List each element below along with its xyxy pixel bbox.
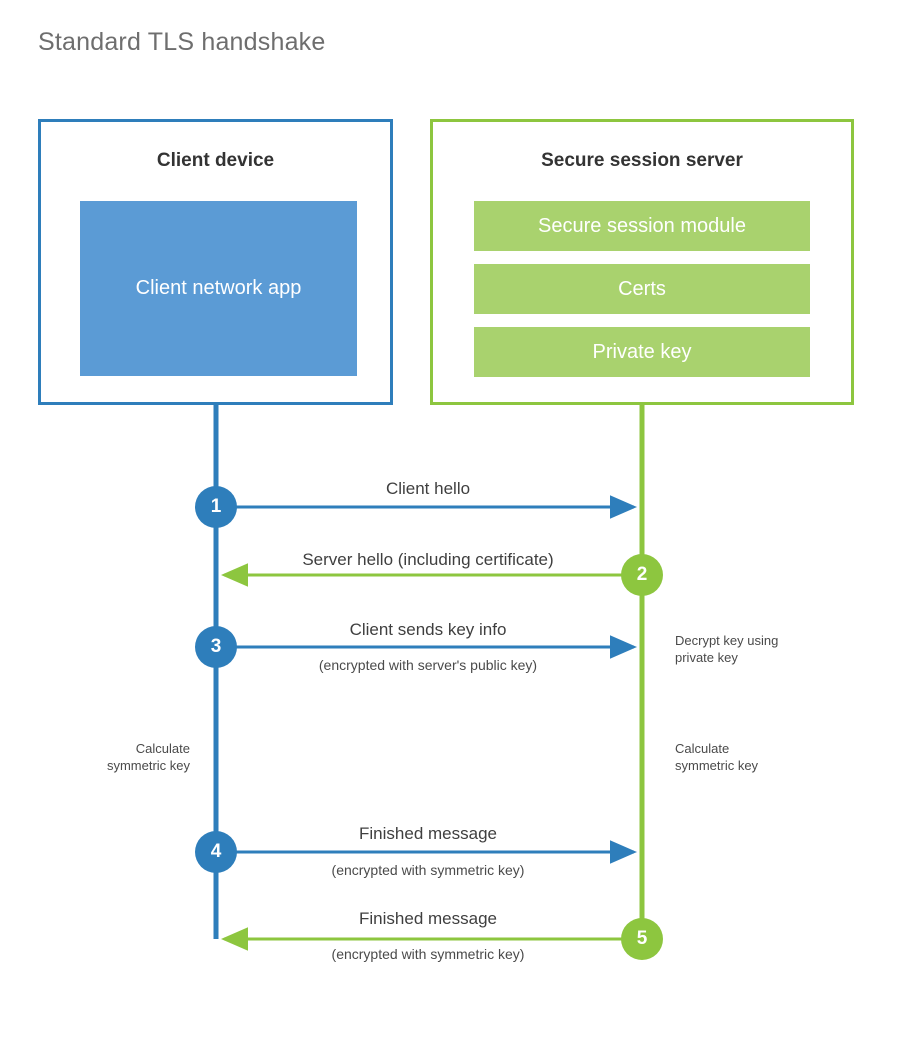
client-device-title: Client device [156, 150, 275, 171]
note-decrypt-key: Decrypt key using private key [675, 633, 779, 665]
note-calculate-symmetric-key-server: Calculate symmetric key [675, 741, 759, 773]
step-2-label: Server hello (including certificate) [302, 550, 554, 569]
step-marker-2: 2 [621, 554, 663, 596]
step-marker-5: 5 [621, 918, 663, 960]
page-title: Standard TLS handshake [38, 28, 326, 56]
note-calculate-symmetric-key-client: Calculate symmetric key [106, 741, 190, 773]
step-4-sublabel: (encrypted with symmetric key) [331, 862, 525, 878]
secure-session-server-box: Secure session server Secure session mod… [430, 119, 854, 405]
step-marker-4: 4 [195, 831, 237, 873]
secure-session-server-title: Secure session server [541, 150, 743, 171]
step-1-label: Client hello [385, 479, 471, 498]
step-4-label: Finished message [359, 824, 497, 843]
client-device-box: Client device Client network app [38, 119, 393, 405]
server-component-private-key: Private key [474, 327, 810, 377]
step-3-label: Client sends key info [349, 620, 507, 639]
client-network-app-block: Client network app [80, 201, 357, 376]
step-5-sublabel: (encrypted with symmetric key) [331, 946, 525, 962]
step-5-label: Finished message [359, 909, 497, 928]
step-marker-1: 1 [195, 486, 237, 528]
step-3-sublabel: (encrypted with server's public key) [318, 657, 538, 673]
step-marker-3: 3 [195, 626, 237, 668]
server-component-certs: Certs [474, 264, 810, 314]
server-component-secure-session-module: Secure session module [474, 201, 810, 251]
